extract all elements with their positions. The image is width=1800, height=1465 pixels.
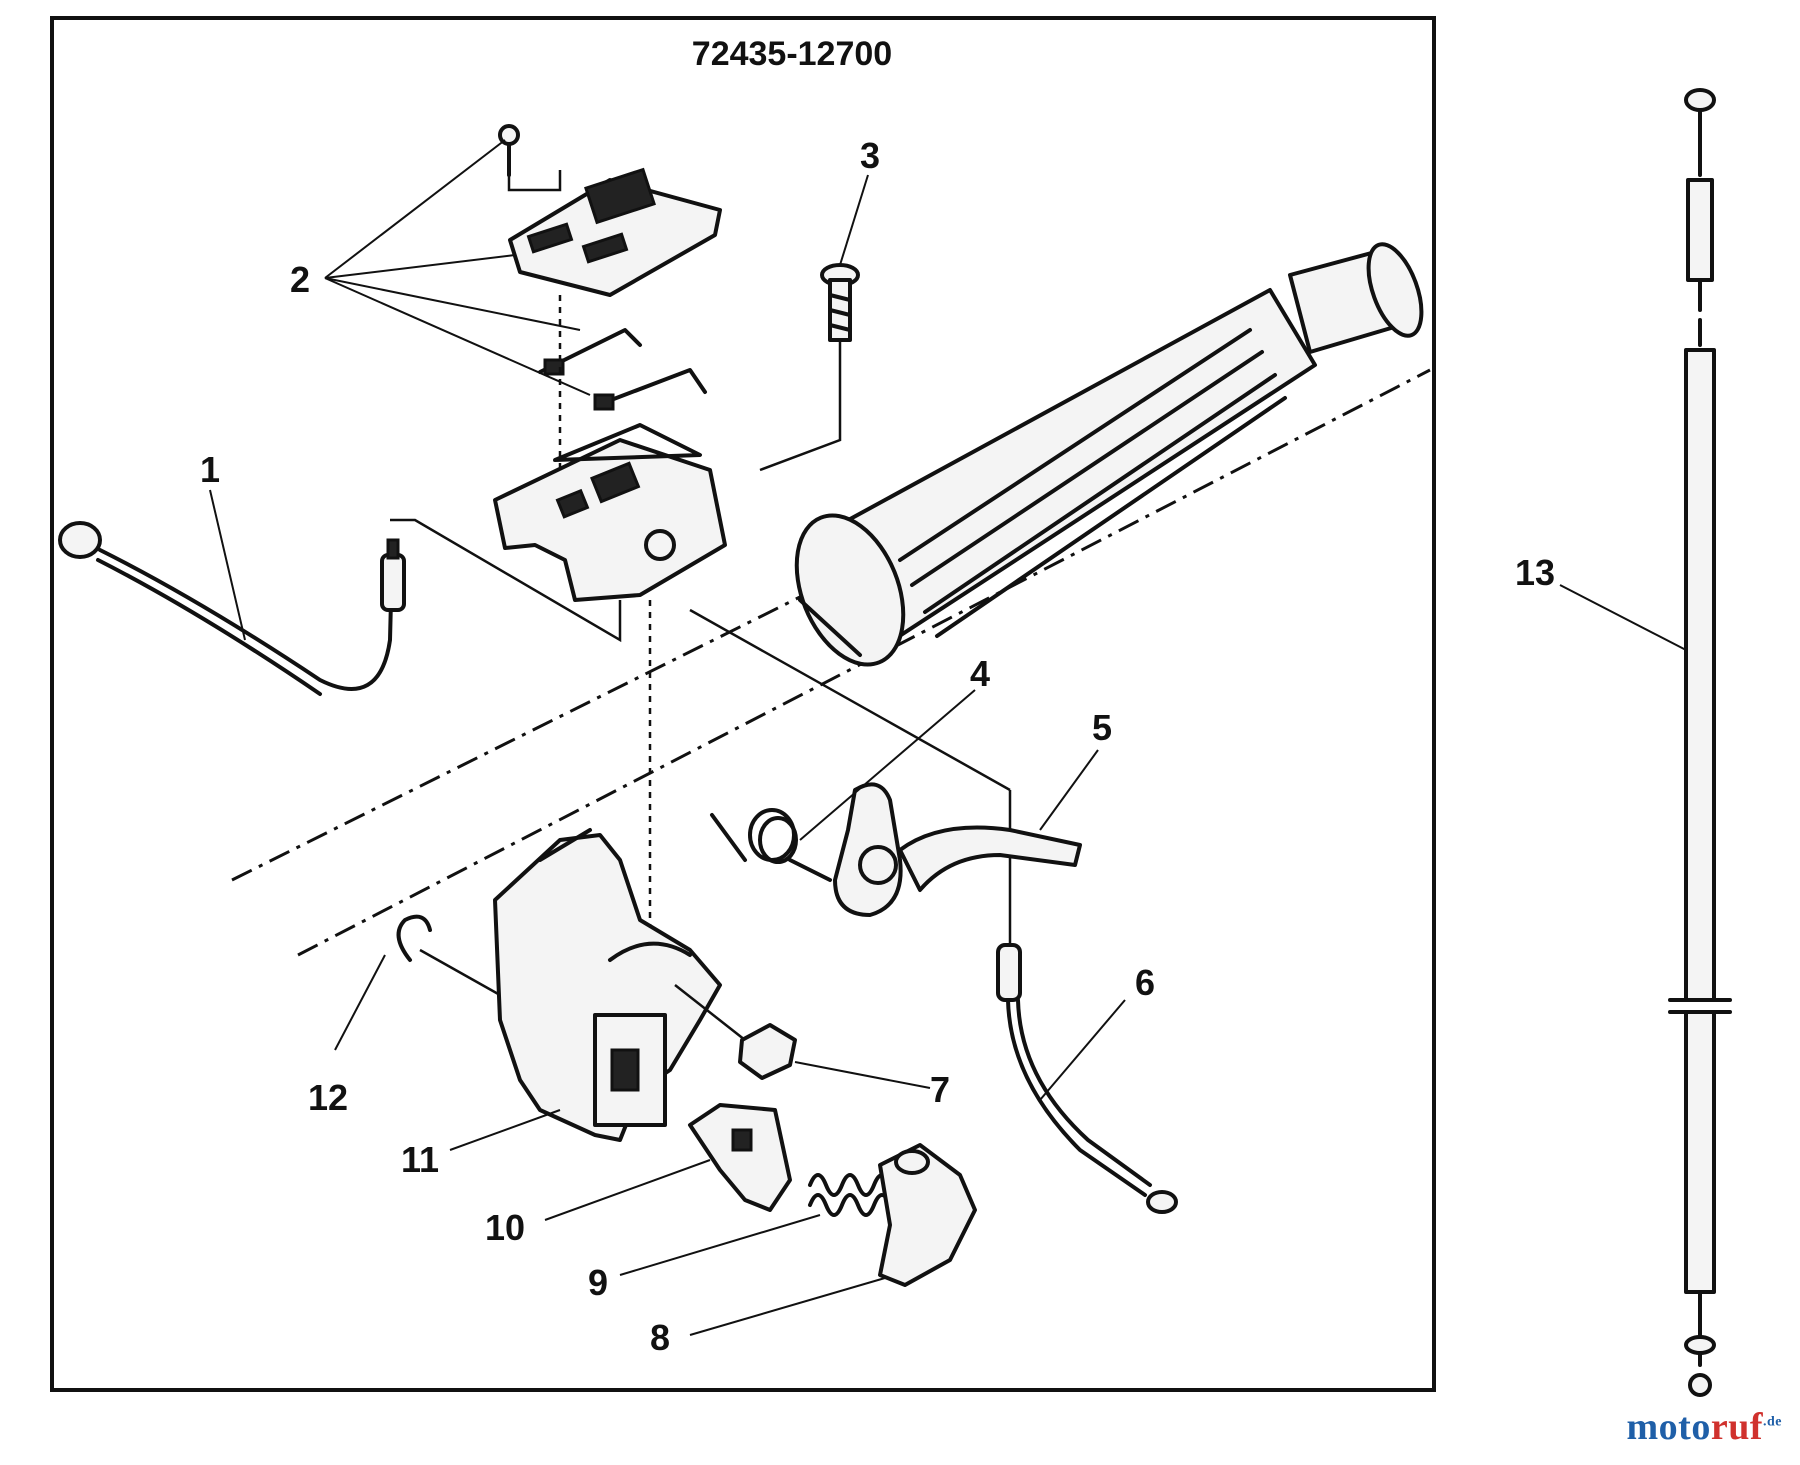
- callout-13: 13: [1515, 552, 1555, 593]
- switch-housing-upper: [493, 423, 727, 602]
- callout-3: 3: [860, 135, 880, 176]
- diagram-frame: [50, 16, 1436, 1392]
- handle-shaft: [1288, 242, 1424, 354]
- plunger: [688, 1103, 792, 1212]
- callout-9: 9: [588, 1262, 608, 1303]
- leader-lines: [209, 139, 1687, 1336]
- callout-12: 12: [308, 1077, 348, 1118]
- callout-10: 10: [485, 1207, 525, 1248]
- watermark-part-c: .de: [1763, 1414, 1782, 1430]
- callout-5: 5: [1092, 707, 1112, 748]
- callout-11: 11: [401, 1139, 439, 1180]
- throttle-housing-lower: [493, 828, 722, 1142]
- retaining-clip: [396, 914, 501, 997]
- watermark-logo: motoruf.de: [1627, 1405, 1782, 1449]
- watermark-part-a: moto: [1626, 1406, 1711, 1448]
- callout-8: 8: [650, 1317, 670, 1358]
- guide-housing-to-lever: [689, 608, 1011, 792]
- throttle-cable-end: [996, 943, 1178, 1214]
- watermark-part-b: ruf: [1710, 1406, 1763, 1448]
- callout-1: 1: [200, 449, 220, 490]
- callout-2: 2: [290, 259, 310, 300]
- contact-springs: [538, 328, 707, 411]
- compression-spring: [808, 1173, 892, 1217]
- guide-wire1: [390, 518, 622, 643]
- cable-rod: [1668, 88, 1732, 1397]
- callout-4: 4: [970, 653, 990, 694]
- lock-button: [878, 1143, 977, 1287]
- throttle-lever: [833, 782, 1082, 917]
- handle-grip: [794, 288, 1317, 667]
- diagram-title: 72435-12700: [692, 35, 892, 73]
- torsion-spring: [710, 808, 832, 882]
- callout-6: 6: [1135, 962, 1155, 1003]
- screw-top: [498, 124, 562, 192]
- ground-wire: [58, 521, 406, 696]
- callout-7: 7: [930, 1069, 950, 1110]
- screw-3: [759, 263, 860, 472]
- switch-cover: [508, 167, 722, 297]
- nut: [674, 984, 797, 1080]
